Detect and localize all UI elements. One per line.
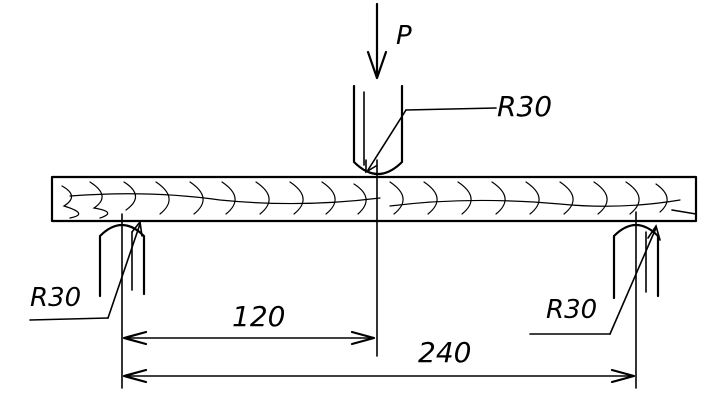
right-radius-leader: [529, 224, 661, 335]
left-radius-label: R30: [30, 283, 81, 313]
load-arrow: [366, 2, 388, 80]
left-radius-leader: [29, 220, 143, 321]
wooden-beam: [50, 175, 698, 223]
top-radius-leader: [365, 107, 497, 174]
dimension-full-label: 240: [418, 336, 471, 369]
top-loading-nose: [352, 84, 404, 176]
top-radius-label: R30: [497, 90, 552, 123]
dimension-half-span: [122, 330, 376, 346]
dimension-full-span: [122, 368, 636, 384]
dimension-half-label: 120: [232, 300, 285, 333]
load-label: P: [396, 21, 412, 51]
right-radius-label: R30: [546, 295, 597, 325]
